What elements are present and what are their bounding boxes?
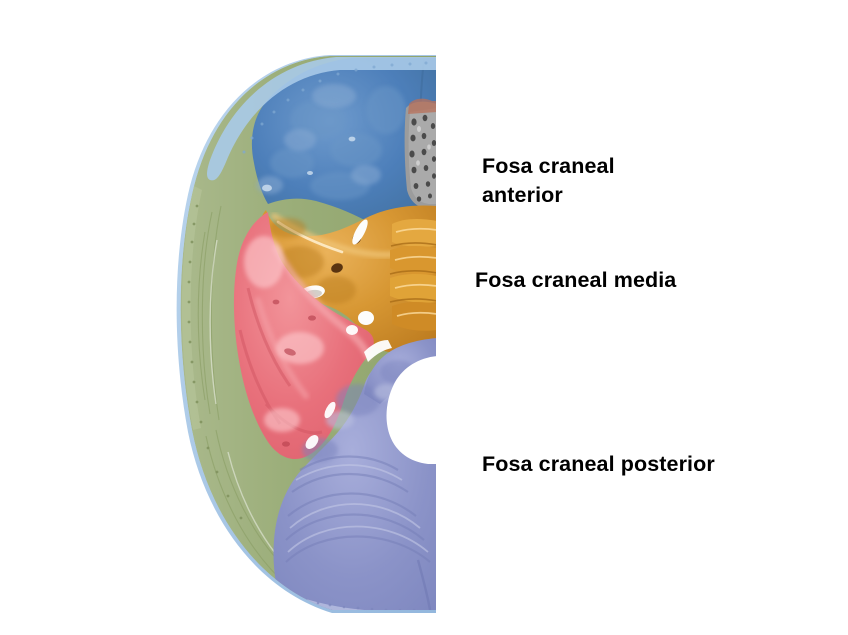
label-fosa-craneal-posterior: Fosa craneal posterior bbox=[482, 452, 715, 476]
midline-cut-edge bbox=[436, 55, 438, 613]
cribriform-plate-region bbox=[404, 98, 437, 209]
sphenoid-region bbox=[259, 205, 437, 353]
label-fosa-craneal-media: Fosa craneal media bbox=[475, 268, 677, 292]
parietal-outer-rim bbox=[181, 186, 243, 520]
calvaria-inner-rim bbox=[207, 57, 437, 181]
skull-base-illustration bbox=[176, 55, 438, 613]
label-fosa-craneal-anterior: Fosa craneal anterior bbox=[482, 154, 615, 207]
skull-base-svg bbox=[176, 55, 438, 613]
suture-gaps bbox=[305, 325, 392, 449]
foramen-magnum bbox=[386, 356, 437, 464]
anterior-fossa-region bbox=[251, 58, 437, 224]
